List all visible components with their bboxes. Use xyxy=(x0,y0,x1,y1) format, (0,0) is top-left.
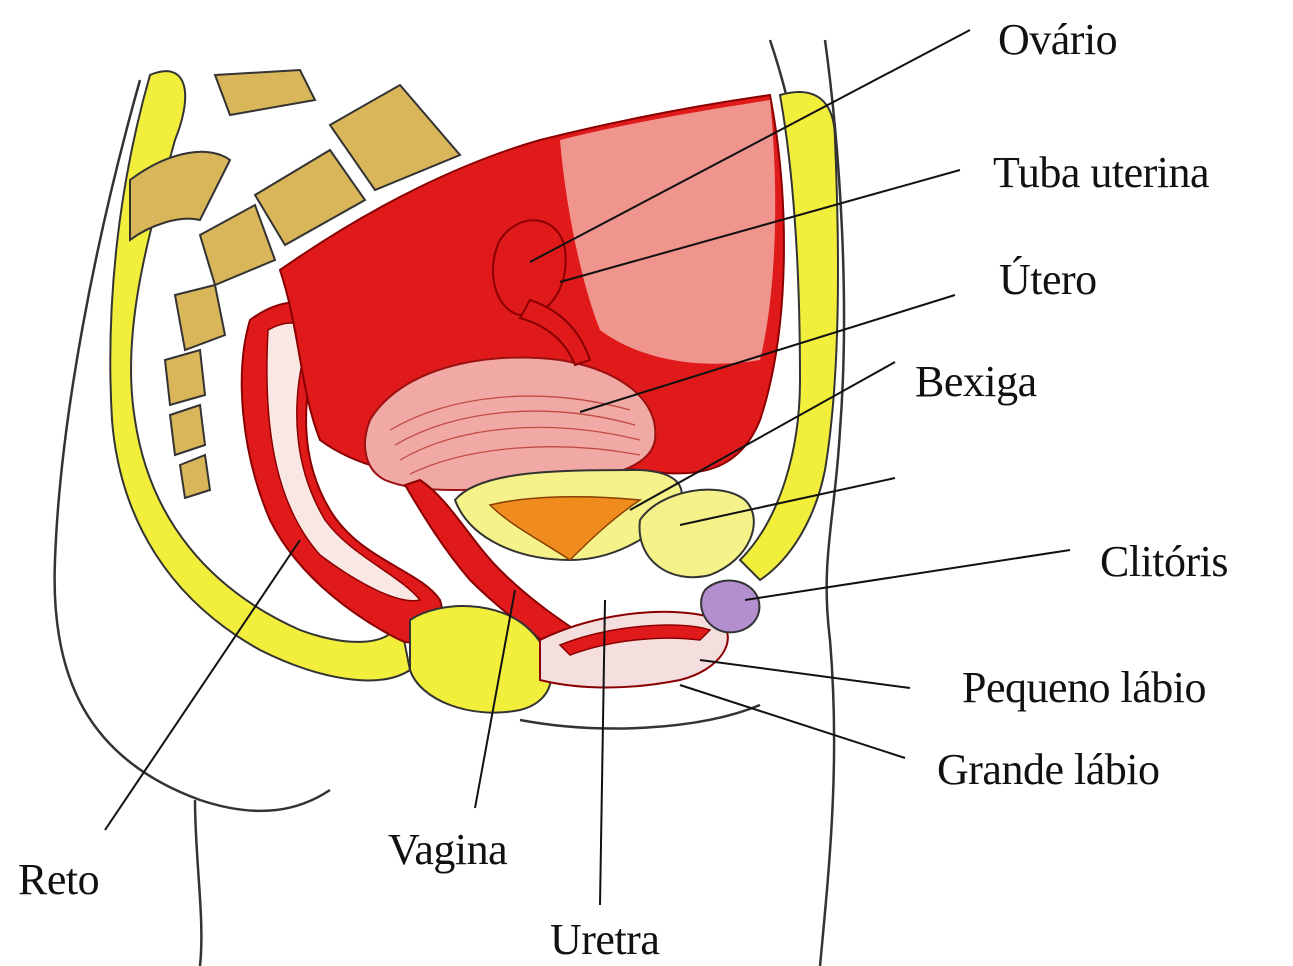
leader-clitoris xyxy=(745,550,1070,600)
label-ovario: Ovário xyxy=(998,18,1117,62)
label-vagina: Vagina xyxy=(388,828,507,872)
label-grande-labio: Grande lábio xyxy=(937,748,1159,792)
label-pequeno-labio: Pequeno lábio xyxy=(962,666,1206,710)
label-tuba-uterina: Tuba uterina xyxy=(993,151,1209,195)
label-utero: Útero xyxy=(999,258,1097,302)
label-reto: Reto xyxy=(18,858,99,902)
label-clitoris: Clitóris xyxy=(1100,540,1228,584)
leader-pequeno xyxy=(700,660,910,688)
leader-grande xyxy=(680,685,905,758)
clitoris xyxy=(701,581,759,633)
leg-left-outline xyxy=(195,800,201,966)
label-bexiga: Bexiga xyxy=(915,360,1037,404)
label-uretra: Uretra xyxy=(550,918,659,962)
